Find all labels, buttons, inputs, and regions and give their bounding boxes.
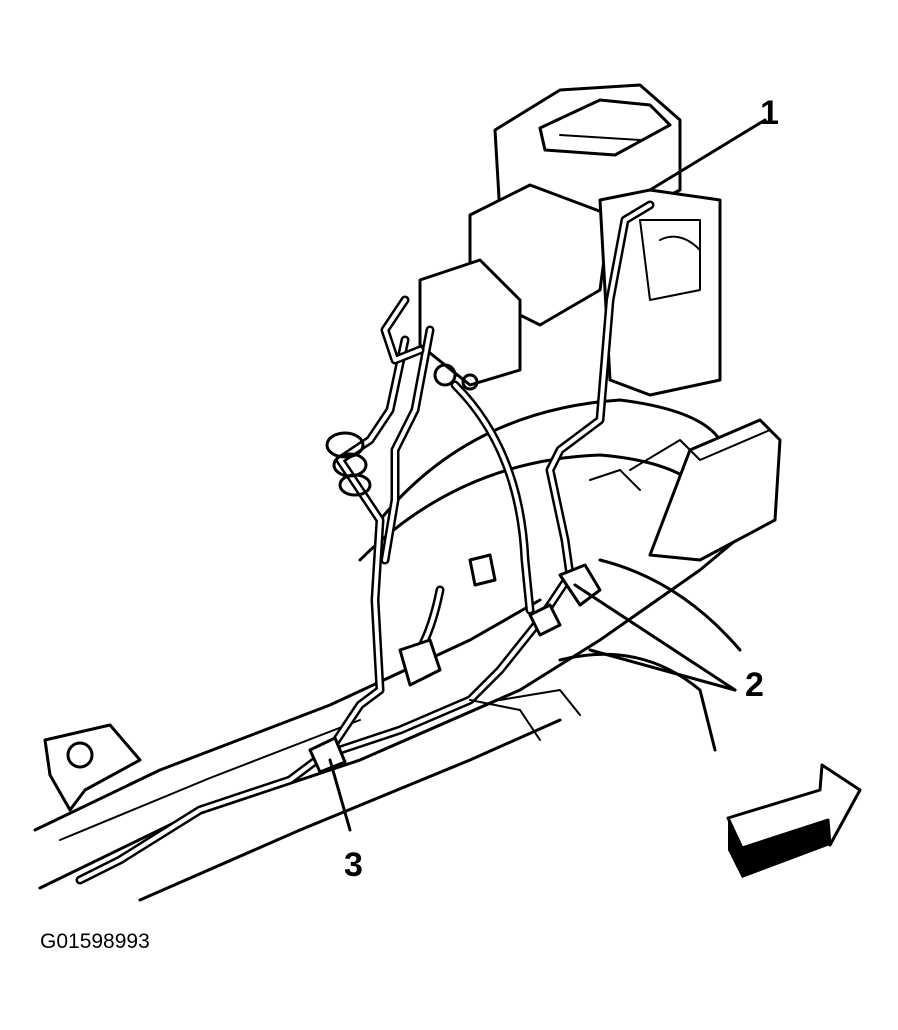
abs-modulator: [418, 183, 722, 397]
line-coils: [325, 431, 372, 497]
callout-2: 2: [745, 666, 764, 704]
front-direction-arrow: [726, 763, 862, 878]
callout-leaders: [328, 118, 767, 832]
callout-3: 3: [344, 846, 363, 884]
figure-id: G01598993: [40, 930, 150, 953]
callout-1: 1: [760, 94, 779, 132]
cross-member: [358, 398, 782, 752]
hoses-and-clips: [308, 439, 701, 774]
frame-rail: [33, 518, 762, 902]
